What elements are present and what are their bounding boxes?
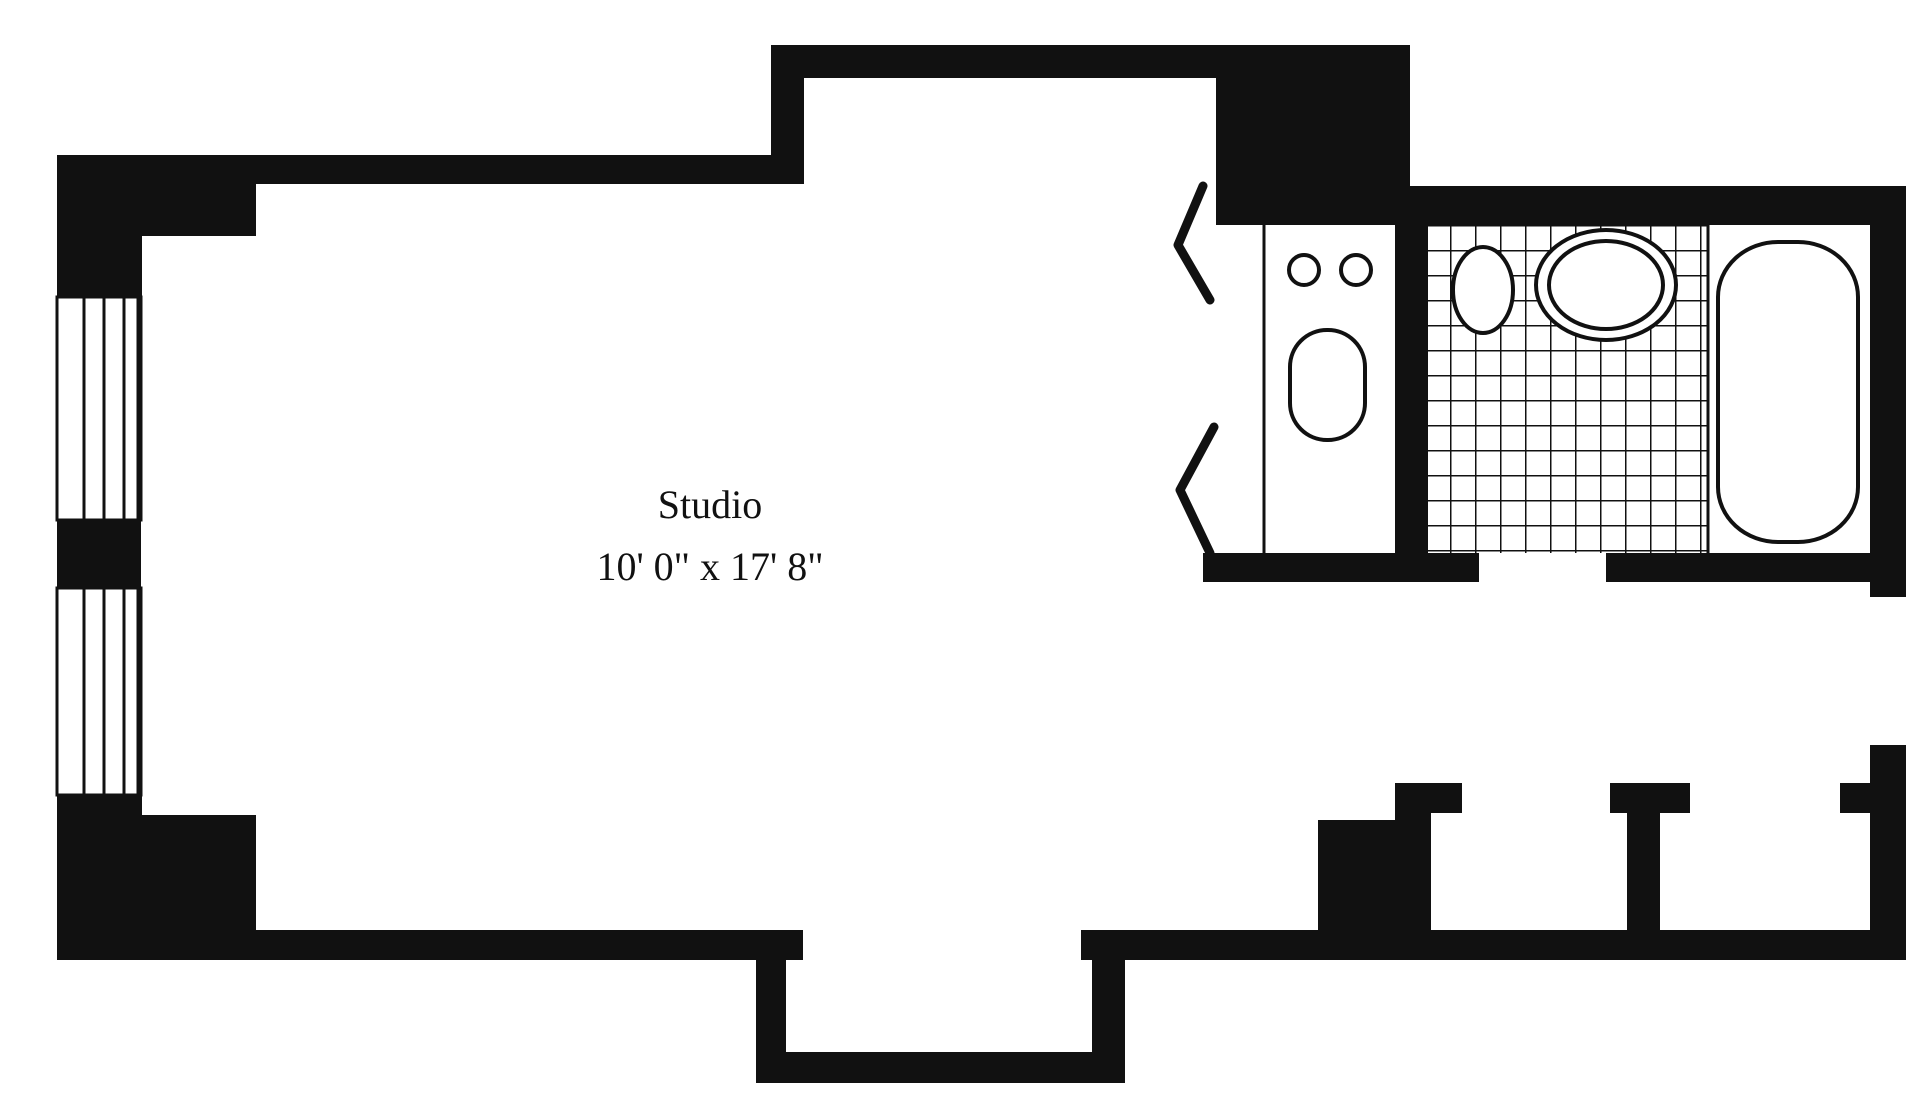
toilet-icon (1534, 228, 1678, 342)
walls (57, 45, 1906, 1083)
kitchenette (1262, 222, 1373, 553)
closet-flange-right (1840, 783, 1906, 813)
wall-bath-bottom-left (1203, 553, 1479, 582)
window-icon (55, 295, 143, 797)
closet-flange-left (1395, 783, 1462, 813)
room-dimensions: 10' 0" x 17' 8" (596, 544, 823, 589)
wall-bath-top (1216, 186, 1906, 225)
wall-bath-divider (1395, 186, 1428, 562)
wall-bottom-left (57, 930, 803, 960)
closet-wall-right (1870, 745, 1906, 960)
wall-bottom-alcove-right (1092, 930, 1125, 1083)
bathtub-icon (1716, 240, 1860, 544)
room-name: Studio (658, 482, 762, 527)
room-label-studio: Studio 10' 0" x 17' 8" (596, 482, 823, 589)
door-icon (1173, 181, 1219, 558)
sink-icon (1451, 245, 1515, 335)
wall-bottom-alcove-bottom (756, 1052, 1125, 1083)
closet-flange-mid (1610, 783, 1690, 813)
corner-column-top-left-lower (57, 155, 142, 297)
bathroom (1428, 225, 1870, 553)
stove-icon (1287, 253, 1373, 287)
sink-icon (1288, 328, 1367, 442)
wall-bath-bottom-right (1606, 553, 1906, 582)
wall-left-mid-pier (57, 520, 141, 588)
wall-bath-right (1870, 186, 1906, 597)
wall-bottom-right (1081, 930, 1906, 960)
